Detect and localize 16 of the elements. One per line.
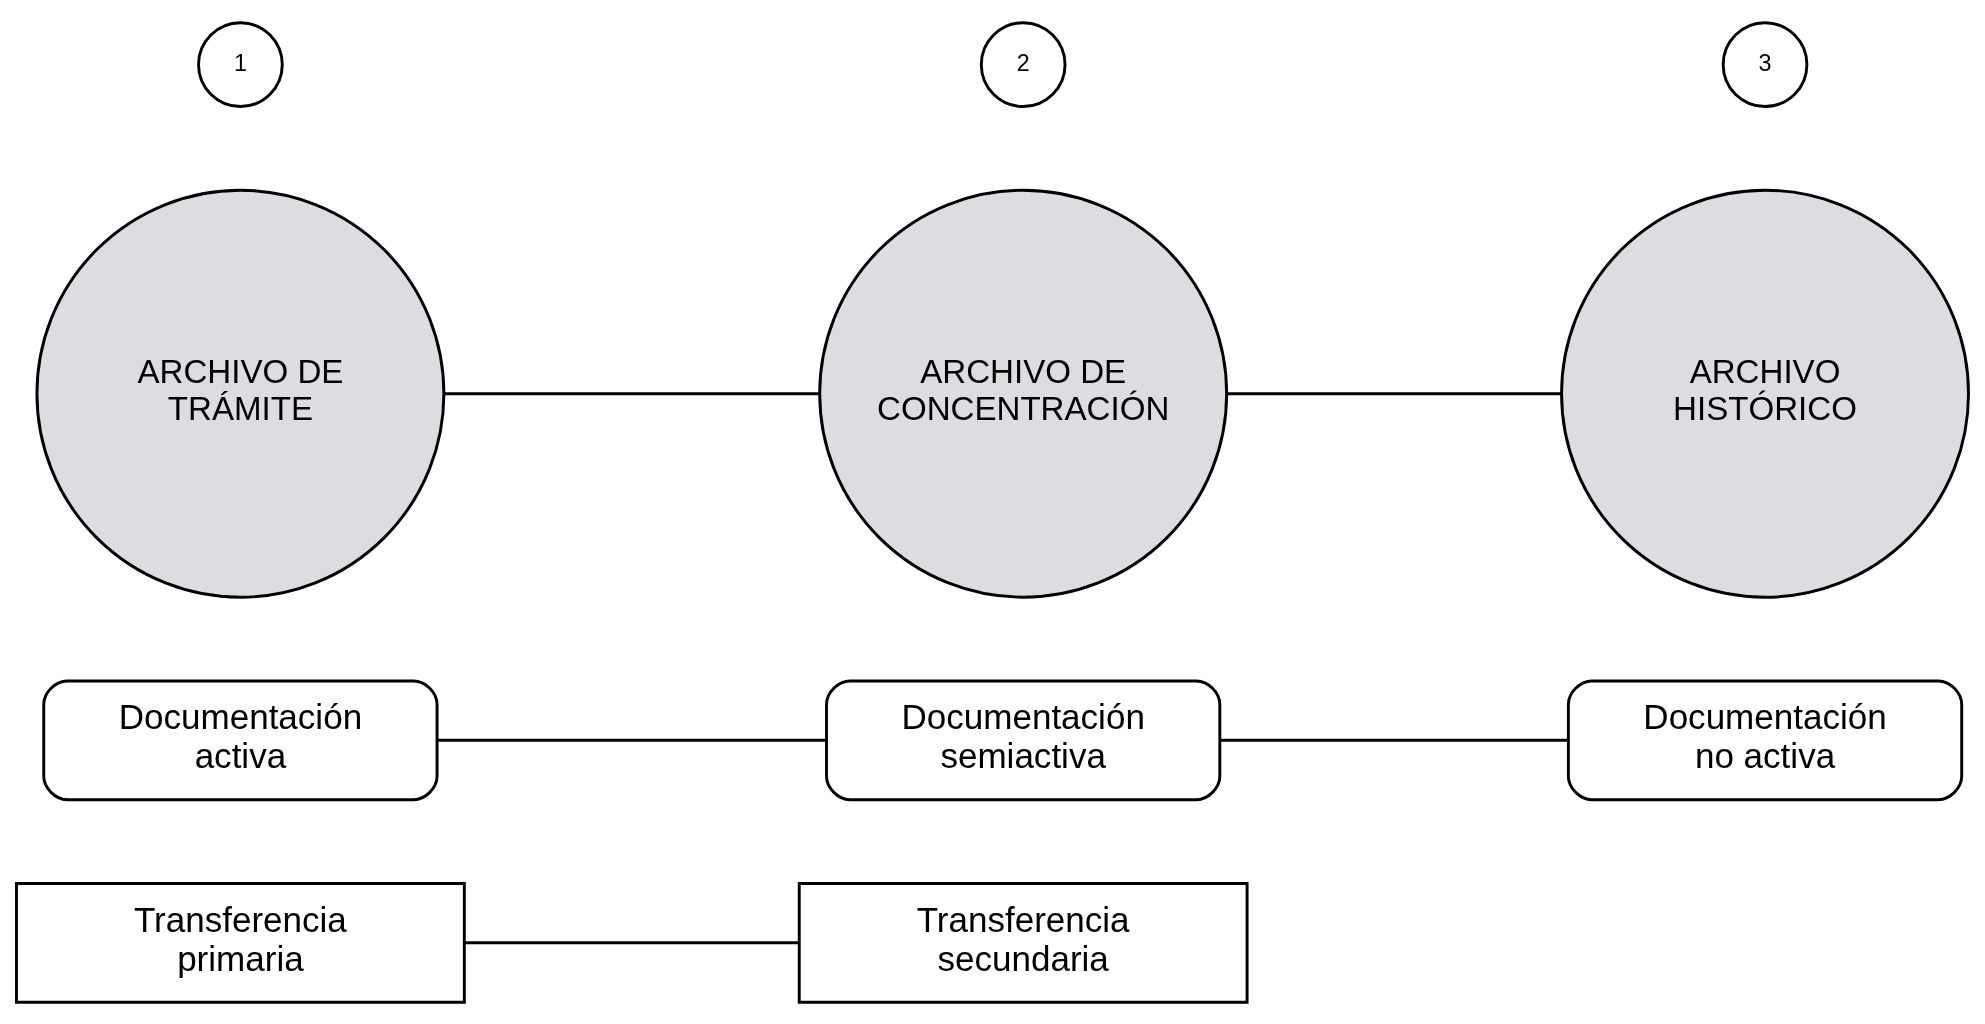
- node-box: Documentación no activa: [1566, 678, 1964, 801]
- node-box: Documentación activa: [42, 678, 439, 801]
- node-circle: ARCHIVO DE CONCENTRACIÓN: [818, 188, 1229, 599]
- connector: [1220, 738, 1569, 742]
- connector: [444, 391, 820, 395]
- node-circle: 1: [197, 20, 284, 108]
- connector: [437, 738, 827, 742]
- node-circle: 2: [979, 20, 1067, 108]
- connector: [1226, 391, 1562, 395]
- node-circle: ARCHIVO HISTÓRICO: [1560, 188, 1970, 599]
- node-circle: ARCHIVO DE TRÁMITE: [35, 188, 446, 599]
- node-box: Transferencia primaria: [15, 881, 466, 1004]
- node-box: Documentación semiactiva: [825, 678, 1222, 801]
- node-box: Transferencia secundaria: [797, 881, 1249, 1004]
- connector: [464, 940, 799, 944]
- node-circle: 3: [1721, 20, 1809, 108]
